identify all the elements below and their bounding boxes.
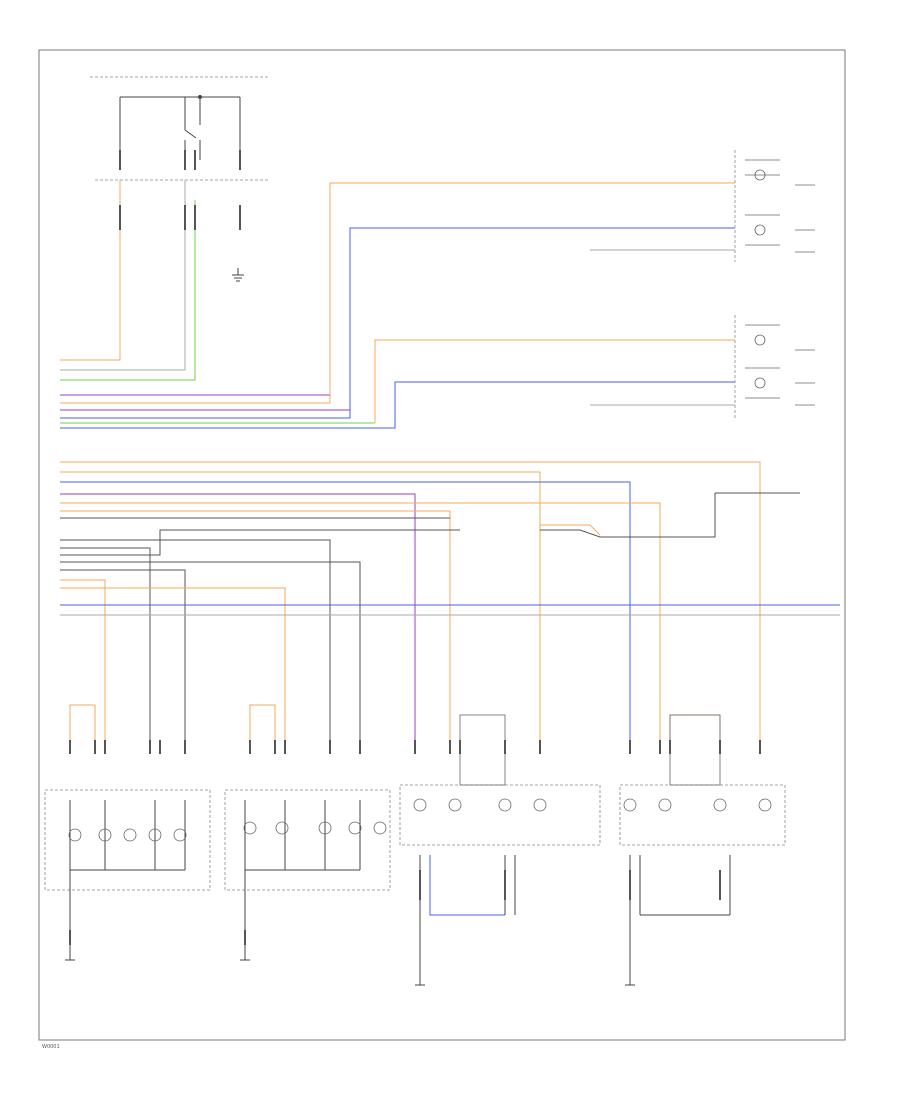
wire-orange-28 <box>60 579 106 750</box>
wire-orange-5 <box>60 182 735 404</box>
wire-gray-23 <box>60 539 331 750</box>
wire-blue-15 <box>60 481 631 745</box>
wire-orange-13 <box>60 461 761 750</box>
page-reference: W0001 <box>42 1044 60 1050</box>
wire-orange-14 <box>60 471 541 740</box>
wire-harness <box>60 180 840 916</box>
ground-icon <box>65 959 635 986</box>
wire-gray-2 <box>60 180 186 371</box>
connector-icon <box>69 150 761 945</box>
right-front-lamp-assembly <box>734 315 815 420</box>
left-rear-lamp-assembly <box>224 789 391 891</box>
wire-blue-10 <box>60 381 735 429</box>
right-rear-lamp-assembly <box>44 789 211 891</box>
wire-orange-29 <box>60 587 286 750</box>
wire-orange-1 <box>60 180 121 361</box>
wire-orange-9 <box>374 339 735 423</box>
wire-orange-32 <box>69 704 96 750</box>
wire-gray-25 <box>60 529 460 556</box>
ground-icon <box>232 268 244 282</box>
wire-gray-24 <box>60 547 151 750</box>
headlight-switch <box>90 76 270 181</box>
left-front-lamp-assembly <box>734 150 815 262</box>
wire-orange-17 <box>60 502 661 740</box>
wire-gray-27 <box>60 569 186 750</box>
wire-orange-34 <box>669 714 721 745</box>
wire-blue-35 <box>429 855 505 916</box>
wire-green-3 <box>60 200 196 381</box>
wire-orange-33 <box>249 704 276 750</box>
wire-orange-18 <box>60 510 451 740</box>
wire-orange-22 <box>540 524 601 536</box>
wire-blue-7 <box>60 227 735 419</box>
wire-gray-26 <box>60 561 361 750</box>
diagram-frame <box>38 49 846 1041</box>
right-rear-combination-lamp <box>399 714 601 846</box>
wire-purple-16 <box>60 493 416 750</box>
wire-gray-21 <box>540 493 716 538</box>
